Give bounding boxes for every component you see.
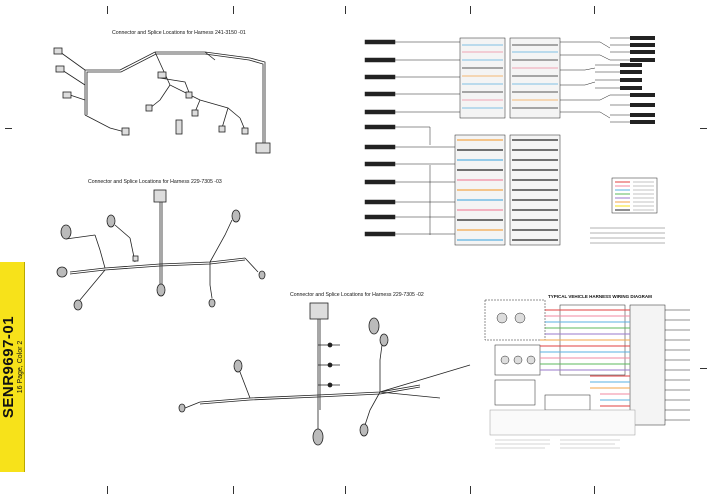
- crop-mark: [107, 6, 108, 14]
- document-id-tab: SENR9697-01 16 Page, Color 2: [0, 262, 25, 472]
- schematic-block: [364, 36, 665, 246]
- crop-mark: [233, 6, 234, 14]
- crop-mark: [700, 128, 707, 129]
- crop-mark: [470, 486, 471, 494]
- typical-wiring-diagram: [484, 299, 690, 449]
- harness-229-03-title: Connector and Splice Locations for Harne…: [88, 179, 222, 185]
- harness-229-02-drawing: [178, 302, 471, 446]
- crop-mark: [345, 6, 346, 14]
- crop-mark: [345, 486, 346, 494]
- crop-mark: [233, 486, 234, 494]
- crop-mark: [470, 6, 471, 14]
- harness-241-drawing: [53, 47, 271, 154]
- crop-mark: [700, 368, 707, 369]
- harness-229-02-title: Connector and Splice Locations for Harne…: [290, 292, 424, 298]
- crop-mark: [5, 128, 12, 129]
- harness-229-03-drawing: [56, 189, 266, 311]
- harness-241-title: Connector and Splice Locations for Harne…: [112, 30, 246, 36]
- crop-mark: [107, 486, 108, 494]
- wiring-diagram-title: TYPICAL VEHICLE HARNESS WIRING DIAGRAM: [548, 294, 652, 299]
- crop-mark: [594, 486, 595, 494]
- crop-mark: [594, 6, 595, 14]
